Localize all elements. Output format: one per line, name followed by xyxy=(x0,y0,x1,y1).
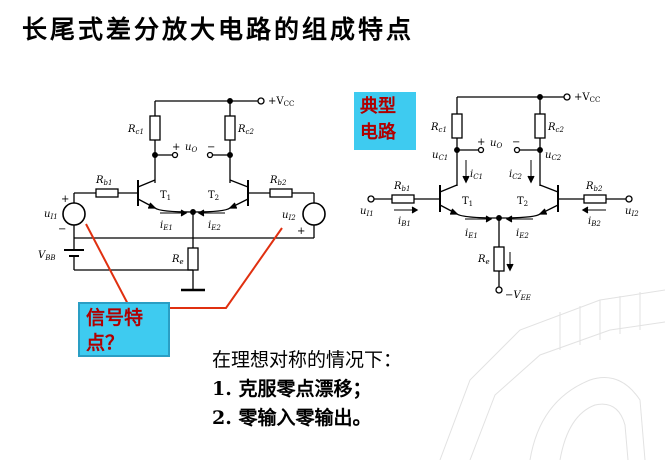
svg-text:+: + xyxy=(297,226,305,237)
right-uc1-label: uC1 xyxy=(432,150,448,162)
right-t1-label: T1 xyxy=(462,196,473,208)
svg-text:+: + xyxy=(172,142,180,153)
right-ui2-label: uI2 xyxy=(625,206,639,218)
note-line-2: 1. 克服零点漂移； xyxy=(212,378,372,400)
right-t2-label: T2 xyxy=(517,196,528,208)
right-rc1 xyxy=(451,113,463,139)
note-line-3: 2. 零输入零输出。 xyxy=(212,407,372,429)
right-vee-label: −VEE xyxy=(505,290,531,302)
right-re-label: Re xyxy=(477,254,490,266)
left-re-label: Re xyxy=(171,254,184,266)
left-re xyxy=(187,247,199,271)
right-ib2-label: iB2 xyxy=(588,216,601,228)
left-t1-label: T1 xyxy=(160,190,171,202)
left-rc1 xyxy=(149,115,161,141)
left-ui1-label: uI1 xyxy=(44,209,58,221)
right-rc2 xyxy=(534,113,546,139)
right-rc2-label: Rc2 xyxy=(547,122,564,134)
left-rc1-label: Rc1 xyxy=(127,124,144,136)
right-ic2-label: iC2 xyxy=(509,169,523,181)
right-rb2-label: Rb2 xyxy=(585,181,603,193)
left-rc2 xyxy=(224,115,236,141)
left-ui2-label: uI2 xyxy=(282,210,296,222)
left-rb1-label: Rb1 xyxy=(95,175,112,187)
left-rb2 xyxy=(269,188,293,198)
left-uo-label: uO xyxy=(185,142,197,154)
right-ie2-label: iE2 xyxy=(516,228,529,240)
right-vcc-label: +VCC xyxy=(574,92,600,104)
left-ie1-label: iE1 xyxy=(160,220,173,232)
page-title: 长尾式差分放大电路的组成特点 xyxy=(22,15,415,44)
svg-text:+: + xyxy=(61,194,69,205)
left-rb2-label: Rb2 xyxy=(269,175,287,187)
left-t2-label: T2 xyxy=(208,190,219,202)
right-ui1-label: uI1 xyxy=(360,206,374,218)
svg-text:+: + xyxy=(477,137,485,148)
right-uc2-label: uC2 xyxy=(545,150,562,162)
left-ui2-source xyxy=(302,202,326,226)
right-re xyxy=(493,246,505,272)
left-ui1-source xyxy=(62,202,86,226)
right-ie1-label: iE1 xyxy=(465,228,478,240)
note-line-1: 在理想对称的情况下： xyxy=(212,349,403,371)
background-building-sketch xyxy=(439,289,665,460)
left-circuit: +VCC Rc1 Rc2 + − uO T1 T2 xyxy=(38,96,326,309)
svg-text:−: − xyxy=(58,224,66,235)
right-circuit: +VCC Rc1 Rc2 + − uO uC1 uC2 iC1 iC2 xyxy=(360,92,639,302)
typical-circuit-tag: 典型电路 xyxy=(354,92,416,150)
right-ib1-label: iB1 xyxy=(398,216,411,228)
conclusion-notes: 在理想对称的情况下： 1. 克服零点漂移； 2. 零输入零输出。 xyxy=(212,346,402,433)
left-vbb-label: VBB xyxy=(38,250,56,262)
right-rb2 xyxy=(583,194,607,204)
svg-text:−: − xyxy=(207,142,215,153)
signal-feature-callout: 信号特点？ xyxy=(78,302,170,357)
right-rb1 xyxy=(391,194,415,204)
right-rc1-label: Rc1 xyxy=(430,122,447,134)
right-rb1-label: Rb1 xyxy=(393,181,410,193)
left-rb1 xyxy=(95,188,119,198)
left-ie2-label: iE2 xyxy=(208,220,221,232)
svg-text:−: − xyxy=(512,137,520,148)
right-ic1-label: iC1 xyxy=(470,169,483,181)
left-vcc-label: +VCC xyxy=(268,96,294,108)
left-rc2-label: Rc2 xyxy=(237,124,254,136)
right-uo-label: uO xyxy=(490,138,502,150)
